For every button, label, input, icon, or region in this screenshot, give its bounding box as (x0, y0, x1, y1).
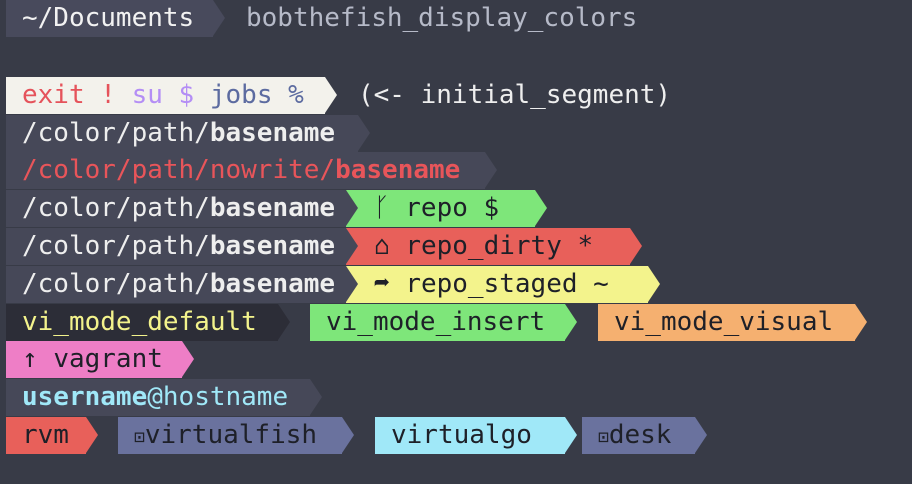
repo-label: repo_dirty * (405, 231, 594, 261)
window-title: bobthefish_display_colors (246, 3, 638, 33)
vi-mode-insert: vi_mode_insert (310, 304, 577, 341)
rvm-segment: rvm (6, 417, 98, 454)
path-segment: /color/path/basename (6, 228, 358, 265)
jobs-indicator: jobs % (209, 80, 304, 110)
path-dir: /color/path/ (22, 231, 210, 261)
path-segment: /color/path/basename (6, 115, 370, 152)
vi-mode-visual: vi_mode_visual (598, 304, 867, 341)
path-dir: /color/path/ (22, 118, 210, 148)
repo-label: repo_staged ~ (405, 269, 609, 299)
vagrant-label: vagrant (53, 344, 163, 374)
path-basename: basename (209, 118, 336, 148)
branch-icon: ᚴ (374, 193, 390, 223)
desk-segment: ⊡desk (582, 417, 707, 454)
desk-icon: ⊡ (598, 427, 609, 448)
nowrite-path-segment: /color/path/nowrite/basename (6, 152, 497, 189)
repo-staged-segment: ➦ repo_staged ~ (346, 266, 660, 303)
initial-segment-note: (<- initial_segment) (358, 80, 672, 110)
repo-segment: ᚴ repo $ (346, 190, 547, 227)
desk-label: desk (608, 420, 672, 450)
cwd-segment: ~/Documents (6, 0, 225, 37)
path-basename: basename (209, 231, 336, 261)
virtualfish-label: virtualfish (144, 420, 318, 450)
path-dir: /color/path/ (22, 193, 210, 223)
staged-icon: ➦ (374, 269, 390, 299)
repo-label: repo $ (405, 193, 500, 223)
dirty-icon: ⌂ (374, 231, 390, 261)
repo-dirty-segment: ⌂ repo_dirty * (346, 228, 642, 265)
path-segment: /color/path/basename (6, 266, 358, 303)
virtualfish-segment: ⊡virtualfish (118, 417, 354, 454)
path-basename: basename (209, 269, 336, 299)
exit-status: exit ! (22, 80, 116, 110)
vi-mode-default: vi_mode_default (6, 304, 290, 341)
username: username (22, 382, 148, 412)
hostname: @hostname (147, 382, 289, 412)
path-basename: basename (209, 193, 336, 223)
vagrant-segment: ↑ vagrant (6, 341, 194, 378)
path-dir: /color/path/ (22, 269, 210, 299)
user-host-segment: username@hostname (6, 379, 322, 416)
initial-segment: exit ! su $ jobs % (6, 77, 337, 114)
su-indicator: su $ (131, 80, 195, 110)
virtualgo-segment: virtualgo (375, 417, 577, 454)
virtualenv-icon: ⊡ (134, 427, 145, 448)
path-segment: /color/path/basename (6, 190, 358, 227)
path-basename: basename (335, 155, 461, 185)
cwd-text: ~/Documents (22, 3, 195, 33)
arrow-up-icon: ↑ (22, 344, 38, 374)
path-dir: /color/path/nowrite/ (22, 155, 336, 185)
